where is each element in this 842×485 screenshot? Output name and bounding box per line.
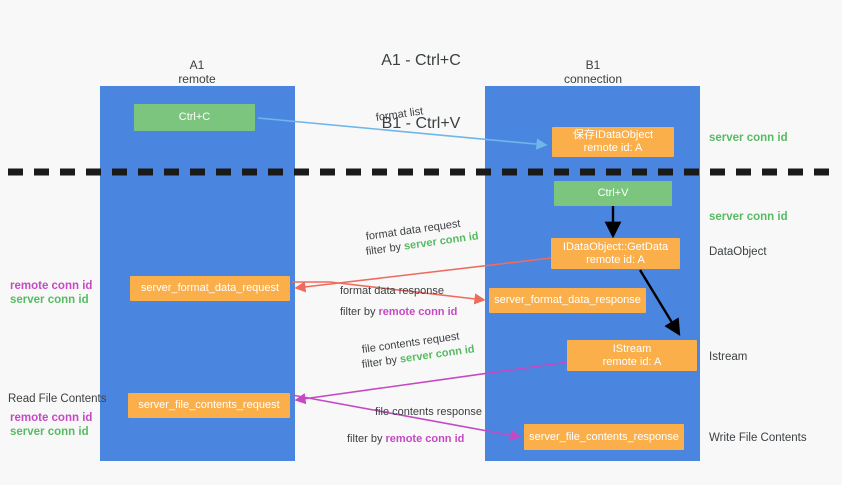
- fdreq-prefix: filter by: [365, 240, 405, 258]
- caption-dataobject: DataObject: [709, 246, 767, 258]
- fdres-prefix: filter by: [340, 306, 379, 318]
- box-save-idataobject-line2: remote id: A: [583, 142, 643, 154]
- arrow-label-format-data-request: format data request filter by server con…: [365, 218, 480, 260]
- caption-server-conn-id-second: server conn id: [709, 211, 788, 223]
- caption-conn-ids-lower: remote conn id server conn id: [10, 411, 92, 439]
- box-istream-line1: IStream: [612, 342, 652, 355]
- column-b1-name: B1: [585, 58, 601, 72]
- caption-remote-conn-id-upper: remote conn id: [10, 280, 93, 292]
- caption-server-conn-id-upper: server conn id: [10, 294, 89, 306]
- arrow-label-file-contents-response: file contents response filter by remote …: [347, 405, 482, 447]
- box-idataobject-getdata[interactable]: IDataObject::GetData remote id: A: [551, 238, 680, 269]
- caption-server-conn-id-lower: server conn id: [10, 426, 89, 438]
- fdres-highlight: remote conn id: [378, 306, 458, 318]
- box-server-format-data-request[interactable]: server_format_data_request: [130, 276, 290, 301]
- box-istream-line2: remote id: A: [602, 355, 662, 368]
- column-header-a1: A1 remote: [97, 58, 297, 86]
- caption-conn-ids-upper: remote conn id server conn id: [10, 279, 92, 307]
- fcreq-prefix: filter by: [361, 353, 401, 371]
- box-server-format-data-request-label: server_format_data_request: [140, 282, 280, 294]
- fcres-highlight: remote conn id: [385, 433, 465, 445]
- column-header-b1: B1 connection: [493, 58, 693, 86]
- arrow-label-format-list: format list: [375, 105, 424, 126]
- arrow-label-file-contents-response-line1: file contents response: [375, 406, 483, 418]
- arrow-label-format-data-response: format data response filter by remote co…: [340, 284, 457, 320]
- box-server-file-contents-response[interactable]: server_file_contents_response: [524, 424, 684, 450]
- column-b1-sub: connection: [563, 72, 623, 86]
- box-istream[interactable]: IStream remote id: A: [567, 340, 697, 371]
- arrow-label-file-contents-request: file contents request filter by server c…: [361, 330, 476, 373]
- column-a1-name: A1: [189, 58, 205, 72]
- box-idataobject-getdata-line1: IDataObject::GetData: [562, 240, 669, 253]
- fcres-prefix: filter by: [347, 433, 386, 445]
- box-save-idataobject-line1: 保存IDataObject: [572, 129, 654, 141]
- box-ctrl-c-label: Ctrl+C: [178, 111, 211, 123]
- box-server-file-contents-request[interactable]: server_file_contents_request: [128, 393, 290, 418]
- caption-read-file-contents: Read File Contents: [8, 393, 107, 405]
- title-line-1: A1 - Ctrl+C: [381, 52, 461, 69]
- box-ctrl-c[interactable]: Ctrl+C: [134, 104, 255, 131]
- caption-remote-conn-id-lower: remote conn id: [10, 412, 93, 424]
- arrow-label-file-contents-response-line2: filter by remote conn id: [347, 432, 482, 447]
- column-a1-sub: remote: [178, 72, 216, 86]
- box-ctrl-v[interactable]: Ctrl+V: [554, 181, 672, 206]
- arrow-label-format-data-response-line2: filter by remote conn id: [340, 305, 457, 320]
- caption-write-file-contents: Write File Contents: [709, 432, 807, 444]
- box-idataobject-getdata-line2: remote id: A: [586, 253, 645, 266]
- box-server-format-data-response[interactable]: server_format_data_response: [489, 288, 646, 313]
- caption-istream: Istream: [709, 351, 748, 363]
- box-ctrl-v-label: Ctrl+V: [597, 187, 629, 199]
- box-server-file-contents-request-label: server_file_contents_request: [138, 399, 280, 411]
- box-server-file-contents-response-label: server_file_contents_response: [529, 430, 679, 443]
- box-server-format-data-response-label: server_format_data_response: [494, 294, 641, 306]
- box-save-idataobject[interactable]: 保存IDataObject remote id: A: [552, 127, 674, 157]
- arrow-label-format-data-response-line1: format data response: [340, 285, 444, 297]
- caption-server-conn-id-top: server conn id: [709, 132, 788, 144]
